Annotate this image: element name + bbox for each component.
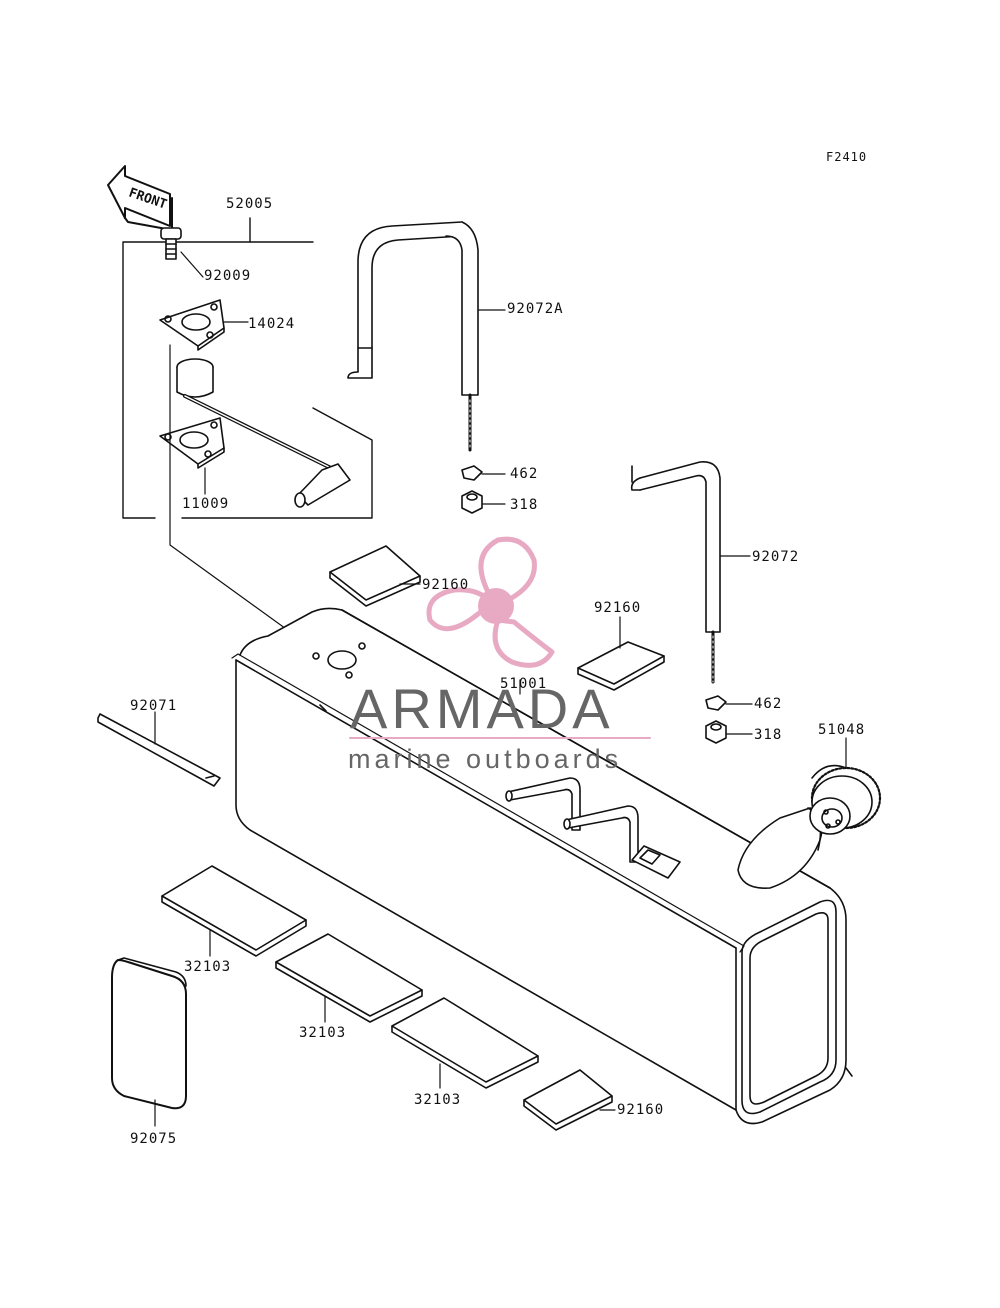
part-label-51048: 51048 [818, 722, 866, 738]
pad-icon [577, 616, 665, 691]
pad-icon [523, 1069, 616, 1131]
reference-code: F2410 [826, 150, 868, 164]
part-label-92072a: 92072A [507, 301, 564, 317]
part-label-92160-top: 92160 [422, 577, 470, 593]
part-label-14024: 14024 [248, 316, 296, 332]
screw-icon [160, 227, 204, 278]
washer-icon [461, 465, 506, 481]
washer-icon [705, 695, 753, 711]
rubber-pad-icon [275, 933, 423, 1023]
part-label-32103-b: 32103 [299, 1025, 347, 1041]
side-pad-icon [111, 957, 187, 1127]
part-label-92071: 92071 [130, 698, 178, 714]
part-label-318-top: 318 [510, 497, 539, 513]
part-label-92072: 92072 [752, 549, 800, 565]
nut-icon [461, 490, 506, 514]
watermark-tagline: marine outboards [348, 744, 623, 774]
rubber-pad-icon [391, 997, 539, 1089]
armada-logo-icon [349, 536, 651, 739]
part-label-92075: 92075 [130, 1131, 178, 1147]
watermark-brand-name: ARMADA [350, 677, 614, 740]
gasket-plate-icon [159, 299, 249, 351]
part-label-32103-a: 32103 [184, 959, 232, 975]
front-arrow-icon: FRONT [107, 165, 173, 231]
part-label-462-bottom: 462 [754, 696, 783, 712]
strap-92072-icon [630, 461, 751, 684]
assembly-bracket-52005 [122, 217, 373, 519]
part-label-318-bottom: 318 [754, 727, 783, 743]
part-label-32103-c: 32103 [414, 1092, 462, 1108]
fuel-cap-icon [809, 737, 882, 835]
part-label-92009: 92009 [204, 268, 252, 284]
fuel-sender-icon [159, 344, 351, 653]
rubber-pad-icon [161, 865, 307, 957]
part-label-52005: 52005 [226, 196, 274, 212]
band-strap-icon [97, 711, 221, 787]
part-label-92160-bottom: 92160 [617, 1102, 665, 1118]
part-label-11009: 11009 [182, 496, 230, 512]
pad-icon [329, 545, 421, 607]
nut-icon [705, 720, 753, 744]
strap-92072a-icon [347, 221, 506, 452]
part-label-51001: 51001 [500, 676, 548, 692]
part-label-462-top: 462 [510, 466, 539, 482]
part-label-92160-mid: 92160 [594, 600, 642, 616]
